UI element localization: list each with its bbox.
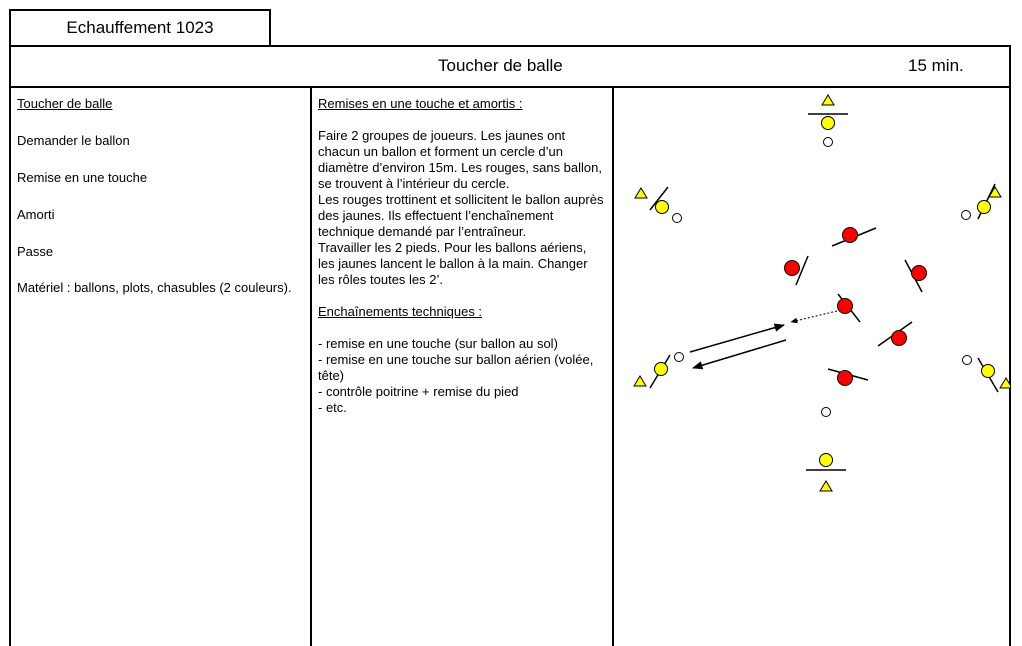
ball-icon [674, 352, 684, 362]
red-player-icon [784, 260, 800, 276]
yellow-player-icon [981, 364, 995, 378]
description-paragraph: Les rouges trottinent et sollicitent le … [318, 192, 604, 239]
ball-icon [961, 210, 971, 220]
return-pass-arrow [691, 339, 787, 370]
cone-icon [999, 377, 1010, 389]
right-border [1009, 45, 1011, 646]
description-paragraph: Travailler les 2 pieds. Pour les ballons… [318, 240, 588, 287]
yellow-player-icon [819, 453, 833, 467]
cone-icon [633, 375, 647, 387]
exercise-description: Remises en une touche et amortis : Faire… [318, 96, 606, 416]
material-list: Matériel : ballons, plots, chasubles (2 … [17, 280, 292, 295]
exercise-code-text: Echauffement 1023 [66, 18, 214, 37]
ball-icon [823, 137, 833, 147]
yellow-player-lower-left [633, 352, 684, 389]
red-player-icon [842, 227, 858, 243]
ball-icon [962, 355, 972, 365]
yellow-player-bottom [806, 407, 846, 492]
yellow-player-upper-left [634, 186, 682, 223]
sequence-item: - etc. [318, 400, 347, 415]
yellow-player-lower-right [962, 355, 1010, 393]
ball-icon [672, 213, 682, 223]
left-heading: Toucher de balle [17, 96, 113, 111]
red-player-icon [911, 265, 927, 281]
ball-icon [821, 407, 831, 417]
sequence-heading: Enchaînements techniques : [318, 304, 483, 319]
sequence-item: - remise en une touche sur ballon aérien… [318, 352, 594, 383]
description-heading: Remises en une touche et amortis : [318, 96, 523, 111]
red-player [904, 259, 927, 293]
red-player-icon [837, 370, 853, 386]
cone-icon [821, 94, 835, 106]
red-player [831, 227, 877, 247]
header-top-border [9, 45, 1011, 47]
duration-label: 15 min. [908, 56, 964, 75]
sequence-item: - contrôle poitrine + remise du pied [318, 384, 519, 399]
run-arrow [790, 310, 838, 324]
red-player-icon [891, 330, 907, 346]
red-player [827, 368, 869, 386]
red-player [877, 321, 913, 347]
drill-diagram [633, 94, 1010, 492]
cone-icon [634, 187, 648, 199]
header-bottom-border [9, 86, 1011, 88]
red-player-icon [837, 298, 853, 314]
yellow-player-upper-right [961, 183, 1002, 220]
skill-item: Passe [17, 244, 54, 259]
yellow-player-icon [821, 116, 835, 130]
skill-item: Remise en une touche [17, 170, 148, 185]
skill-item: Demander le ballon [17, 133, 130, 148]
pass-arrow [689, 323, 786, 353]
exercise-title: Toucher de balle [438, 56, 563, 75]
cone-icon [819, 480, 833, 492]
skill-item: Amorti [17, 207, 55, 222]
description-paragraph: Faire 2 groupes de joueurs. Les jaunes o… [318, 128, 602, 191]
column-divider-2 [612, 86, 614, 646]
sequence-item: - remise en une touche (sur ballon au so… [318, 336, 558, 351]
column-divider-1 [310, 86, 312, 646]
red-player [837, 293, 861, 323]
yellow-player-top [808, 94, 848, 147]
yellow-player-icon [655, 200, 669, 214]
red-player [784, 255, 809, 286]
yellow-player-icon [654, 362, 668, 376]
cone-icon [988, 186, 1002, 198]
exercise-code-label: Echauffement 1023 [9, 9, 271, 45]
left-border [9, 45, 11, 646]
yellow-player-icon [977, 200, 991, 214]
